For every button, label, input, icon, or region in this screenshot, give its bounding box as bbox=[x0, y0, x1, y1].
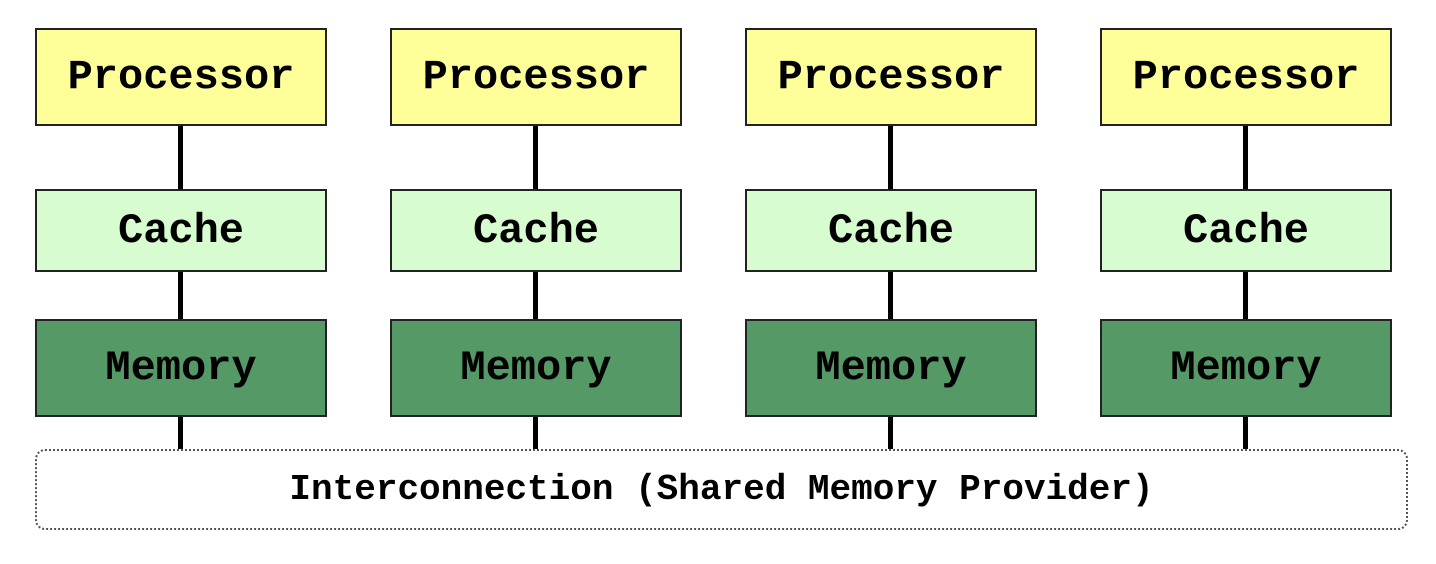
memory-interconnect-link-3 bbox=[888, 417, 893, 451]
memory-box-3: Memory bbox=[745, 319, 1037, 417]
processor-box-4: Processor bbox=[1100, 28, 1392, 126]
processor-cache-link-4 bbox=[1243, 126, 1248, 189]
cache-box-2: Cache bbox=[390, 189, 682, 272]
processor-box-2: Processor bbox=[390, 28, 682, 126]
cache-memory-link-1 bbox=[178, 272, 183, 319]
cache-box-4: Cache bbox=[1100, 189, 1392, 272]
processor-cache-link-1 bbox=[178, 126, 183, 189]
processor-box-1: Processor bbox=[35, 28, 327, 126]
cache-box-3: Cache bbox=[745, 189, 1037, 272]
memory-interconnect-link-1 bbox=[178, 417, 183, 451]
cache-memory-link-3 bbox=[888, 272, 893, 319]
interconnect-bus: Interconnection (Shared Memory Provider) bbox=[35, 449, 1408, 530]
memory-box-4: Memory bbox=[1100, 319, 1392, 417]
memory-box-2: Memory bbox=[390, 319, 682, 417]
cache-memory-link-4 bbox=[1243, 272, 1248, 319]
processor-box-3: Processor bbox=[745, 28, 1037, 126]
processor-cache-link-3 bbox=[888, 126, 893, 189]
cache-memory-link-2 bbox=[533, 272, 538, 319]
memory-box-1: Memory bbox=[35, 319, 327, 417]
interconnect-label: Interconnection (Shared Memory Provider) bbox=[289, 469, 1154, 510]
memory-interconnect-link-4 bbox=[1243, 417, 1248, 451]
processor-cache-link-2 bbox=[533, 126, 538, 189]
cache-box-1: Cache bbox=[35, 189, 327, 272]
memory-interconnect-link-2 bbox=[533, 417, 538, 451]
